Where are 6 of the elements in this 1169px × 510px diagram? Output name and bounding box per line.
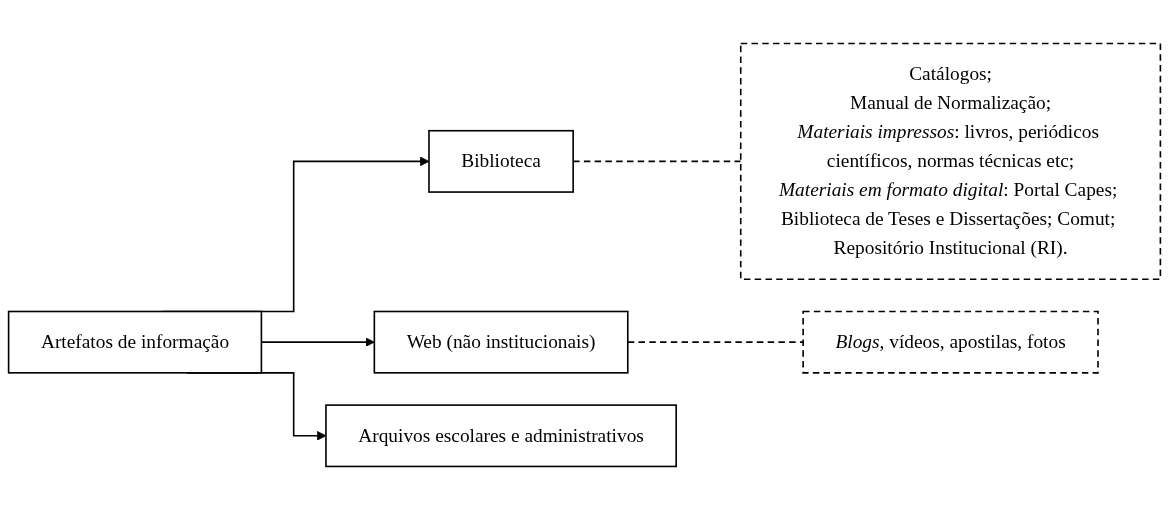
node-box bbox=[428, 129, 574, 193]
node-box bbox=[7, 310, 263, 374]
node-box bbox=[325, 404, 677, 468]
node-box bbox=[802, 310, 1099, 374]
node-box bbox=[739, 42, 1162, 280]
node-box bbox=[373, 310, 629, 374]
